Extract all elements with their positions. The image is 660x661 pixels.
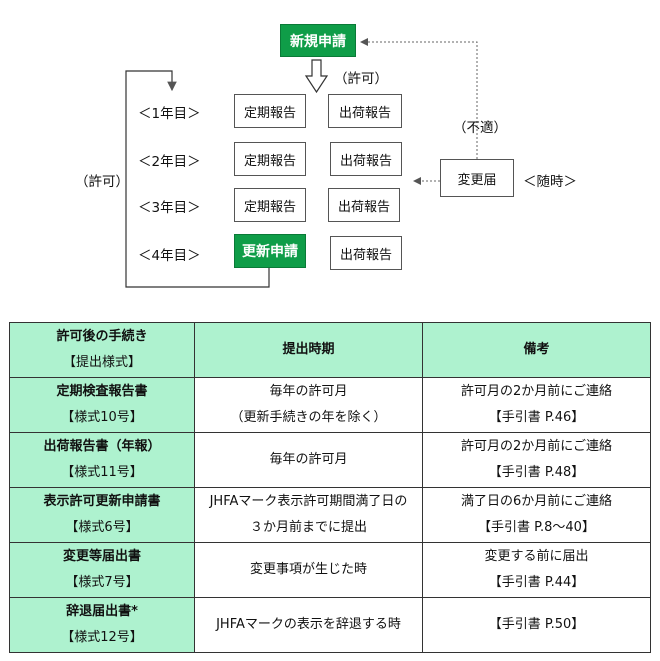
change-notice-box: 変更届 [440, 159, 514, 197]
row-form: 【様式6号】 [65, 520, 139, 535]
shipment-report-box-4: 出荷報告 [330, 236, 402, 270]
year-label-1: ＜1年目＞ [138, 106, 201, 122]
shipment-report-box-3: 出荷報告 [328, 188, 400, 222]
header-procedure-sub: 【提出様式】 [62, 355, 141, 370]
row-form: 【様式11号】 [61, 465, 143, 480]
renewal-application-box: 更新申請 [234, 234, 306, 268]
table-row: 表示許可更新申請書【様式6号】 JHFAマーク表示許可期間満了日の ３か月前までに… [9, 487, 651, 543]
header-timing: 提出時期 [194, 322, 423, 378]
periodic-report-box-3: 定期報告 [234, 188, 306, 222]
row-notes: 満了日の6か月前にご連絡 [460, 494, 612, 509]
new-application-box: 新規申請 [280, 24, 356, 57]
row-notes: 許可月の2か月前にご連絡 [460, 439, 612, 454]
flow-connectors [125, 38, 478, 288]
row-timing: 変更事項が生じた時 [249, 562, 367, 577]
permit-label-left: （許可） [75, 174, 129, 190]
row-notes: 【手引書 P.48】 [488, 465, 585, 480]
anytime-label: ＜随時＞ [523, 174, 577, 190]
row-form: 【様式10号】 [61, 410, 143, 425]
table-row: 変更等届出書【様式7号】 変更事項が生じた時 変更する前に届出【手引書 P.44… [9, 542, 651, 598]
row-name: 辞退届出書* [66, 604, 138, 619]
row-timing: 毎年の許可月 [269, 452, 348, 467]
row-form: 【様式7号】 [65, 575, 139, 590]
year-label-4: ＜4年目＞ [138, 248, 201, 264]
row-notes: 変更する前に届出 [484, 549, 589, 564]
unsuitable-label: （不適） [453, 120, 507, 136]
row-timing: （更新手続きの年を除く） [230, 410, 387, 425]
row-timing: JHFAマーク表示許可期間満了日の [209, 494, 408, 509]
unsuitable-return-line [360, 38, 478, 159]
table-row: 出荷報告書（年報） 【様式11号】 毎年の許可月 許可月の2か月前にご連絡【手引書… [9, 432, 651, 488]
periodic-report-box-2: 定期報告 [234, 142, 306, 176]
table-row: 定期検査報告書【様式10号】 毎年の許可月 （更新手続きの年を除く） 許可月の2か… [9, 377, 651, 433]
row-name: 表示許可更新申請書 [43, 494, 161, 509]
header-notes: 備考 [422, 322, 651, 378]
row-notes: 【手引書 P.46】 [488, 410, 585, 425]
year-label-3: ＜3年目＞ [138, 200, 201, 216]
shipment-report-box-2: 出荷報告 [330, 142, 402, 176]
header-procedure-label: 許可後の手続き [56, 329, 148, 344]
row-notes: 【手引書 P.44】 [488, 575, 585, 590]
row-notes: 【手引書 P.8～40】 [478, 520, 595, 535]
year-label-2: ＜2年目＞ [138, 154, 201, 170]
row-form: 【様式12号】 [61, 630, 143, 645]
row-name: 出荷報告書（年報） [43, 439, 161, 454]
row-name: 定期検査報告書 [56, 384, 148, 399]
row-timing: ３か月前までに提出 [249, 520, 367, 535]
renewal-loop-line [125, 70, 270, 288]
periodic-report-box-1: 定期報告 [234, 94, 306, 128]
procedure-schedule-table: 許可後の手続き 【提出様式】 提出時期 備考 定期検査報告書【様式10号】 毎年… [9, 322, 651, 653]
row-notes: 【手引書 P.50】 [488, 617, 585, 632]
row-name: 変更等届出書 [62, 549, 141, 564]
shipment-report-box-1: 出荷報告 [328, 94, 402, 128]
table-row: 辞退届出書* 【様式12号】 JHFAマークの表示を辞退する時 【手引書 P.50… [9, 597, 651, 653]
permit-label-top: （許可） [334, 71, 388, 87]
header-procedure: 許可後の手続き 【提出様式】 [9, 322, 195, 378]
permit-down-arrow [304, 59, 329, 94]
row-timing: 毎年の許可月 [269, 384, 348, 399]
row-timing: JHFAマークの表示を辞退する時 [216, 617, 401, 632]
table-header-row: 許可後の手続き 【提出様式】 提出時期 備考 [9, 322, 651, 378]
approval-flow-diagram: 新規申請 （許可） （許可） （不適） 変更届 ＜随時＞ ＜1年目＞ 定期報告 … [0, 0, 660, 310]
row-notes: 許可月の2か月前にご連絡 [460, 384, 612, 399]
